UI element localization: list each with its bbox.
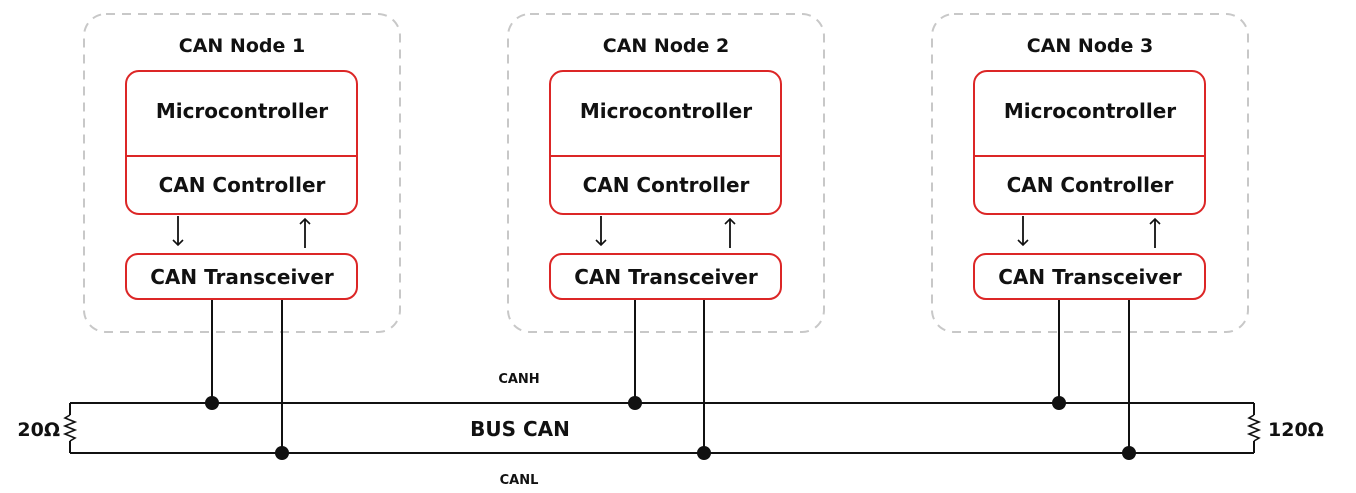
microcontroller-label: Microcontroller xyxy=(1004,99,1176,123)
can-controller-label: CAN Controller xyxy=(1007,173,1174,197)
can-node-3: CAN Node 3 Microcontroller CAN Controlle… xyxy=(931,13,1249,460)
can-bus: CANH CANL BUS CAN 20Ω 120Ω xyxy=(17,372,1323,488)
left-resistor-label: 20Ω xyxy=(17,419,60,441)
controller-box xyxy=(549,70,782,215)
bus-label: BUS CAN xyxy=(470,417,570,441)
canl-label: CANL xyxy=(500,473,539,488)
node-title: CAN Node 3 xyxy=(1027,35,1153,57)
transceiver-label: CAN Transceiver xyxy=(998,265,1182,289)
right-resistor-icon xyxy=(1246,414,1262,442)
canh-label: CANH xyxy=(498,372,539,387)
can-controller-label: CAN Controller xyxy=(583,173,750,197)
node-title: CAN Node 2 xyxy=(603,35,729,57)
can-controller-label: CAN Controller xyxy=(159,173,326,197)
transceiver-box xyxy=(125,253,358,300)
transceiver-label: CAN Transceiver xyxy=(150,265,334,289)
node-group-border xyxy=(931,13,1249,333)
can-node-2: CAN Node 2 Microcontroller CAN Controlle… xyxy=(507,13,825,460)
can-node-1: CAN Node 1 Microcontroller CAN Controlle… xyxy=(83,13,401,460)
node-group-border xyxy=(83,13,401,333)
microcontroller-label: Microcontroller xyxy=(580,99,752,123)
controller-box xyxy=(973,70,1206,215)
transceiver-box xyxy=(549,253,782,300)
transceiver-label: CAN Transceiver xyxy=(574,265,758,289)
transceiver-box xyxy=(973,253,1206,300)
node-title: CAN Node 1 xyxy=(179,35,305,57)
node-group-border xyxy=(507,13,825,333)
microcontroller-label: Microcontroller xyxy=(156,99,328,123)
right-resistor-label: 120Ω xyxy=(1268,419,1324,441)
controller-box xyxy=(125,70,358,215)
left-resistor-icon xyxy=(62,414,78,442)
